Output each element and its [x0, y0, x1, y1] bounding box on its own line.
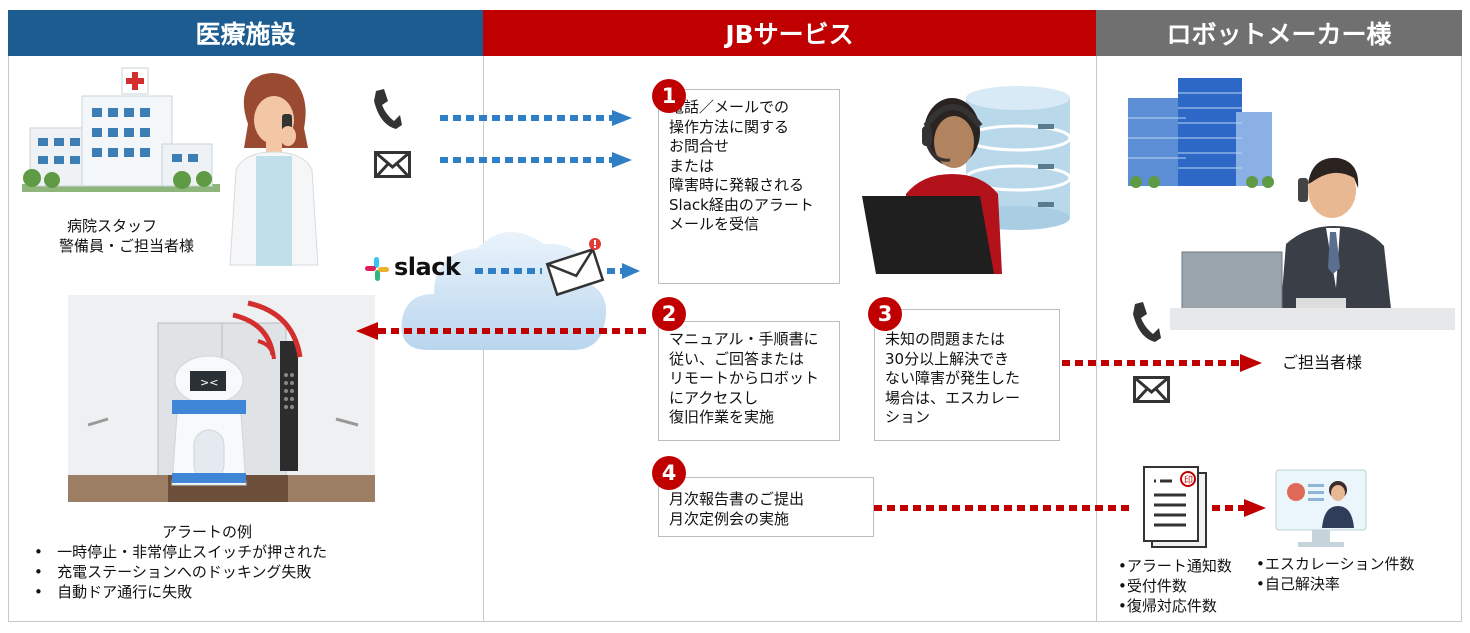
stats-item: •エスカレーション件数	[1256, 555, 1415, 573]
slack-label: slack	[394, 253, 461, 281]
step-2-box: マニュアル・手順書に従い、ご回答またはリモートからロボット にアクセスし復旧作業…	[658, 321, 840, 441]
step-3-badge: 3	[868, 297, 902, 331]
staff-label-2: 警備員・ご担当者様	[59, 237, 195, 255]
step-2-badge: 2	[652, 297, 686, 331]
header-medical: 医療施設	[8, 10, 483, 56]
svg-text:印: 印	[1184, 474, 1193, 486]
stats-item: •自己解決率	[1256, 575, 1340, 593]
step-4-box: 月次報告書のご提出月次定例会の実施	[658, 477, 874, 537]
alert-examples-title: アラートの例	[162, 523, 253, 541]
step-4-badge: 4	[652, 456, 686, 490]
alert-item: • 充電ステーションへのドッキング失敗	[34, 563, 312, 581]
maker-contact-label: ご担当者様	[1282, 353, 1363, 372]
staff-label-1: 病院スタッフ	[67, 217, 158, 235]
hospital-building-icon	[22, 67, 220, 192]
maker-contact-illustration	[1170, 157, 1455, 330]
maker-mail-icon	[1133, 376, 1170, 404]
support-operator-illustration	[862, 86, 1072, 274]
report-item: •復帰対応件数	[1118, 597, 1217, 615]
maker-column	[1096, 56, 1462, 622]
elevator-robot-illustration: ><	[68, 295, 375, 502]
svg-text:><: ><	[200, 376, 218, 389]
header-robot-maker: ロボットメーカー様	[1096, 10, 1462, 56]
mail-notification-icon	[545, 238, 605, 297]
alert-item: • 自動ドア通行に失敗	[34, 583, 193, 601]
report-item: •アラート通知数	[1118, 557, 1232, 575]
slack-icon	[365, 257, 389, 281]
staff-on-phone-illustration	[229, 73, 319, 266]
report-items-list: •アラート通知数 •受付件数 •復帰対応件数	[1118, 556, 1232, 616]
stats-items-list: •エスカレーション件数 •自己解決率	[1256, 554, 1415, 594]
step-1-badge: 1	[652, 79, 686, 113]
maker-phone-icon	[1133, 302, 1161, 342]
mail-icon	[374, 151, 411, 179]
report-document-icon: 印	[1143, 466, 1207, 548]
office-building-icon	[1128, 78, 1274, 188]
alert-item: • 一時停止・非常停止スイッチが押された	[34, 543, 328, 561]
web-meeting-monitor-icon	[1275, 469, 1367, 547]
header-jb-service: JBサービス	[483, 10, 1096, 56]
phone-icon	[374, 89, 402, 129]
alert-examples-list: • 一時停止・非常停止スイッチが押された • 充電ステーションへのドッキング失敗…	[34, 542, 327, 602]
report-item: •受付件数	[1118, 577, 1187, 595]
